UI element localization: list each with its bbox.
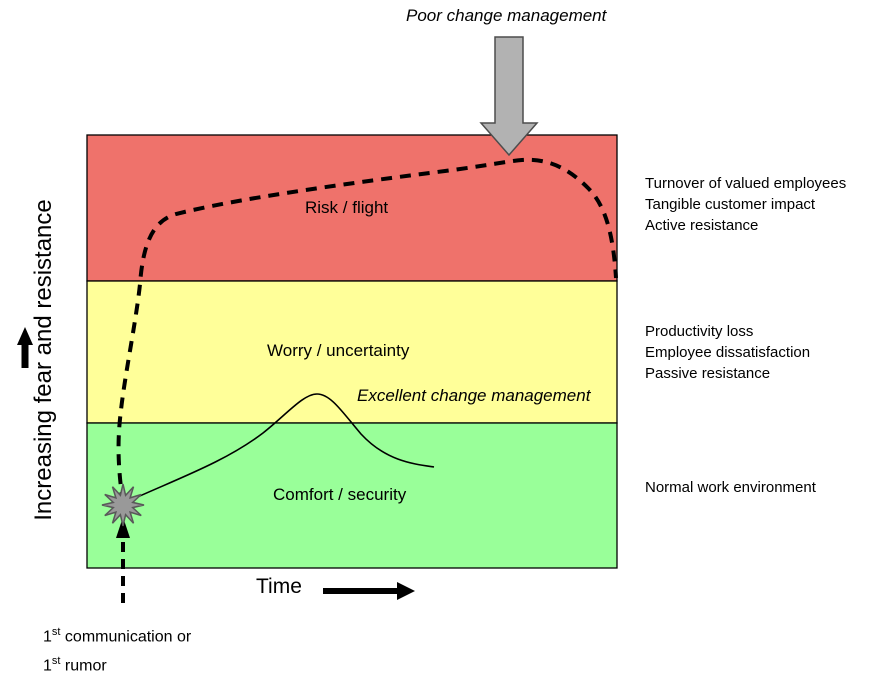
worry-zone-band xyxy=(86,280,618,424)
footnote-number: 1 xyxy=(43,628,52,646)
footnote-line-2: 1st rumor xyxy=(43,649,191,676)
starburst-icon xyxy=(101,483,145,527)
worry-zone-label: Worry / uncertainty xyxy=(267,341,410,360)
poor-change-block-arrow-icon xyxy=(479,36,539,157)
x-axis-label: Time xyxy=(256,575,302,598)
footnote-superscript: st xyxy=(51,655,61,668)
first-communication-footnote: 1st communication or 1st rumor xyxy=(43,620,191,676)
risk-zone-label: Risk / flight xyxy=(305,198,389,217)
annotation-line: Employee dissatisfaction xyxy=(645,344,811,361)
annotation-line: Productivity loss xyxy=(645,323,754,340)
footnote-number: 1 xyxy=(43,657,52,675)
annotation-line: Turnover of valued employees xyxy=(645,175,847,192)
excellent-change-curve xyxy=(132,393,435,500)
footnote-line-1: 1st communication or xyxy=(43,620,191,649)
worry-zone-annotations: Productivity loss Employee dissatisfacti… xyxy=(645,321,810,384)
poor-change-curve xyxy=(116,157,618,504)
up-arrowhead-icon xyxy=(116,517,130,538)
risk-zone-band xyxy=(86,134,618,282)
footnote-text: rumor xyxy=(60,657,107,675)
annotation-line: Active resistance xyxy=(645,217,759,234)
footnote-text: communication or xyxy=(60,628,192,646)
footnote-superscript: st xyxy=(51,626,61,638)
y-axis-label: Increasing fear and resistance xyxy=(30,199,57,521)
risk-zone-annotations: Turnover of valued employees Tangible cu… xyxy=(645,173,846,236)
time-arrowhead-icon xyxy=(397,582,415,600)
annotation-line: Passive resistance xyxy=(645,365,771,382)
annotation-line: Normal work environment xyxy=(645,479,816,496)
comfort-zone-label: Comfort / security xyxy=(273,485,407,504)
poor-change-title: Poor change management xyxy=(406,6,607,25)
annotation-line: Tangible customer impact xyxy=(645,196,816,213)
excellent-change-label: Excellent change management xyxy=(357,386,591,405)
y-axis-up-arrow-icon xyxy=(17,327,33,368)
comfort-zone-annotations: Normal work environment xyxy=(645,477,816,498)
